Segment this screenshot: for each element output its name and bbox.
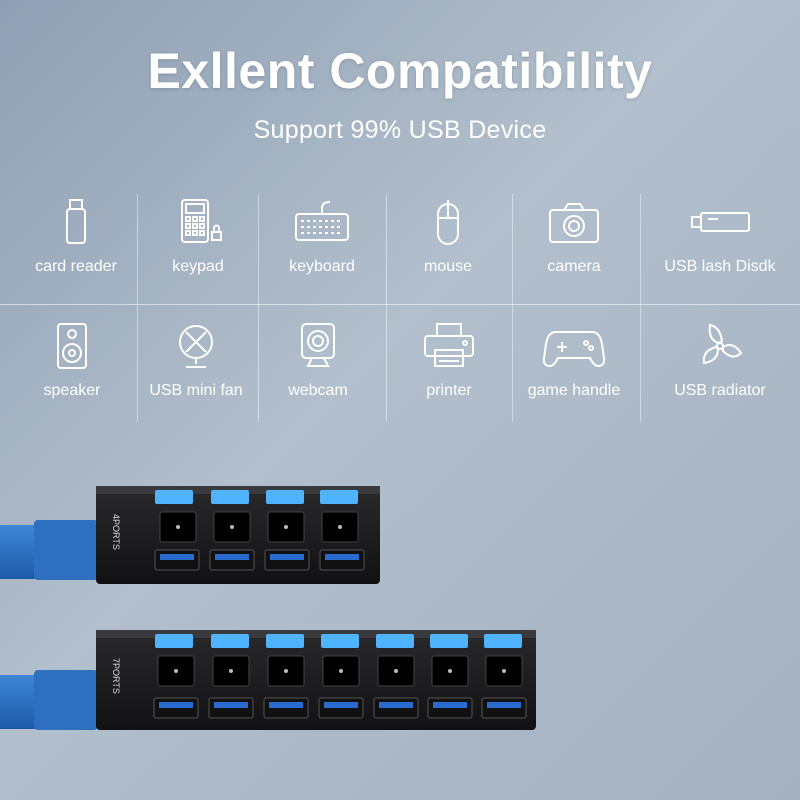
grid-divider: [137, 194, 138, 422]
webcam-icon: [301, 323, 335, 367]
page-title: Exllent Compatibility: [147, 43, 653, 99]
hub-brand-label: 4PORTS: [111, 514, 121, 550]
device-flash-disk: USB lash Disdk: [655, 198, 785, 308]
device-label: game handle: [527, 382, 621, 399]
grid-divider: [640, 194, 641, 422]
usb-hub-4-port: 4PORTS: [0, 486, 380, 584]
usb-hub-photo: 4PORTS: [0, 486, 536, 730]
device-label: USB lash Disdk: [664, 258, 776, 275]
led-row: [155, 490, 358, 504]
printer-icon: [424, 323, 474, 367]
fan-icon: [179, 325, 213, 368]
device-label: USB mini fan: [149, 382, 243, 399]
device-label: mouse: [423, 258, 473, 275]
device-keypad: keypad: [133, 198, 263, 308]
device-label: speaker: [43, 382, 101, 399]
device-mouse: mouse: [383, 198, 513, 308]
device-label: USB radiator: [674, 382, 766, 399]
device-speaker: speaker: [7, 322, 137, 432]
device-camera: camera: [509, 198, 639, 308]
speaker-icon: [57, 323, 87, 369]
page-subtitle: Support 99% USB Device: [253, 116, 547, 144]
device-keyboard: keyboard: [257, 198, 387, 308]
device-mini-fan: USB mini fan: [131, 322, 261, 432]
grid-divider: [258, 194, 259, 422]
switch-marks: [174, 669, 506, 673]
hub-brand-label: 7PORTS: [111, 658, 121, 694]
flash-disk-icon: [691, 212, 750, 232]
device-grid: card reader keypad keyboard: [0, 188, 800, 428]
switch-marks: [176, 525, 342, 529]
gamepad-icon: [542, 331, 606, 368]
mouse-icon: [437, 200, 459, 245]
grid-divider: [0, 304, 800, 305]
usb-port-row: [153, 697, 527, 719]
device-printer: printer: [384, 322, 514, 432]
usb-hub-7-port: 7PORTS: [0, 630, 536, 730]
led-row: [155, 634, 522, 648]
device-label: printer: [426, 382, 472, 399]
grid-divider: [512, 194, 513, 422]
device-game-handle: game handle: [509, 322, 639, 432]
device-card-reader: card reader: [11, 198, 141, 308]
device-label: card reader: [35, 258, 117, 275]
device-usb-radiator: USB radiator: [655, 322, 785, 432]
device-label: keyboard: [289, 258, 355, 275]
grid-divider: [386, 194, 387, 422]
device-label: keypad: [172, 258, 224, 275]
usb-stick-icon: [66, 199, 86, 244]
device-label: camera: [547, 258, 601, 275]
device-webcam: webcam: [253, 322, 383, 432]
radiator-icon: [702, 323, 743, 365]
keyboard-icon: [295, 201, 349, 241]
device-label: webcam: [288, 382, 348, 399]
keypad-icon: [181, 199, 222, 243]
usb-port-row: [154, 549, 365, 571]
camera-icon: [549, 203, 599, 243]
